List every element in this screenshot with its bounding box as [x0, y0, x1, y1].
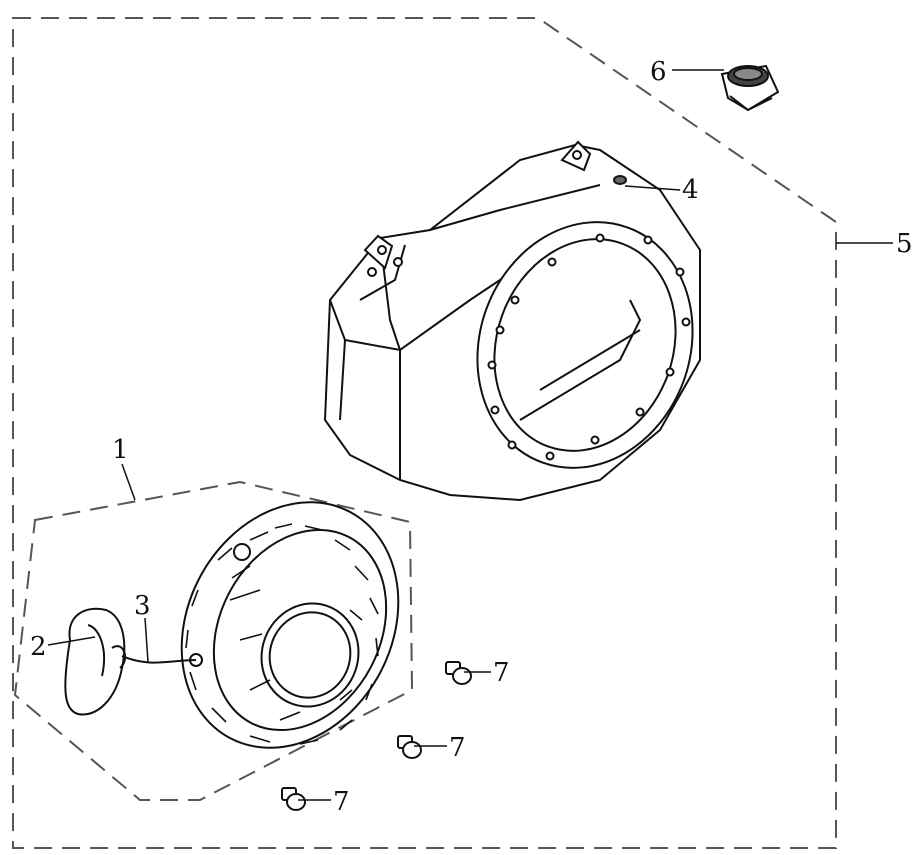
part-2-starter-handle [64, 607, 127, 716]
part-3-starter-rope [121, 655, 197, 664]
part-4-fan-housing [323, 140, 701, 502]
callout-4: 4 [682, 175, 699, 205]
leader-3 [144, 617, 149, 663]
leader-4 [624, 185, 681, 191]
callout-3: 3 [134, 591, 151, 621]
leader-lines [47, 69, 893, 801]
leader-1 [121, 463, 136, 501]
assembly-1-boundary [13, 480, 414, 801]
leader-2 [47, 636, 96, 646]
callout-2: 2 [30, 632, 47, 662]
assembly-5-boundary [12, 17, 837, 849]
callout-5: 5 [896, 229, 913, 259]
callout-7c: 7 [333, 787, 350, 817]
callout-6: 6 [650, 57, 667, 87]
callout-7a: 7 [493, 658, 510, 688]
part-7-bolt-c [281, 787, 306, 811]
callout-7b: 7 [449, 733, 466, 763]
part-7-bolt-b [397, 735, 422, 759]
callout-1: 1 [112, 435, 129, 465]
recoil-starter-cover [180, 501, 400, 749]
part-7-bolt-a [445, 661, 472, 685]
part-6-cap [720, 64, 780, 112]
